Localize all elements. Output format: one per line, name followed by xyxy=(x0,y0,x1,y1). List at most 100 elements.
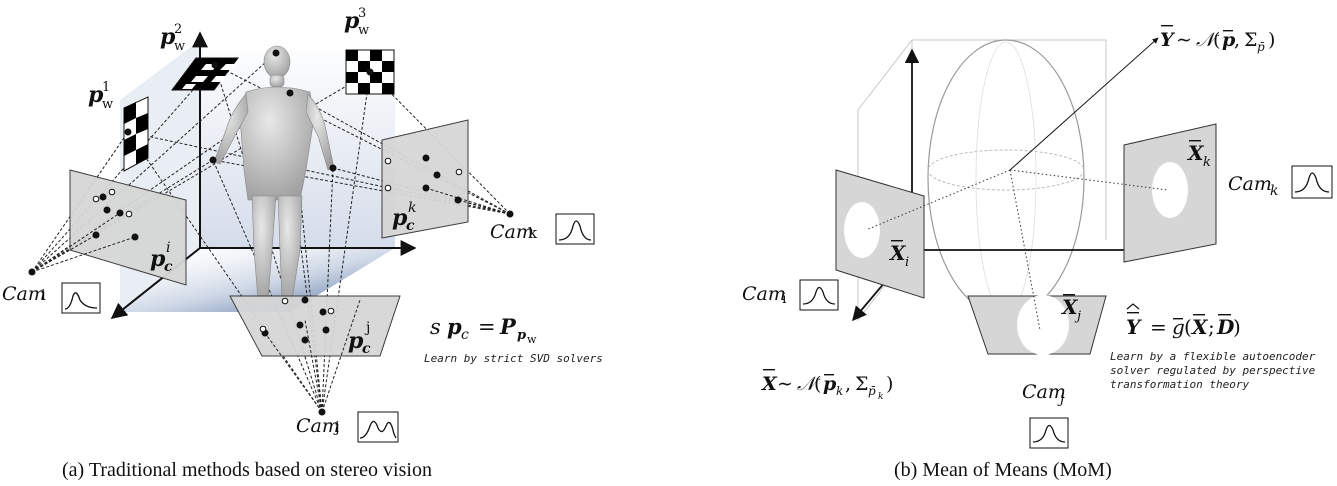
svg-text:p: p xyxy=(348,328,364,354)
svg-text:X: X xyxy=(761,373,778,395)
svg-text:k: k xyxy=(528,224,538,242)
label-pci: p c i xyxy=(150,240,173,275)
keypoints-left-hollow xyxy=(92,157,463,333)
label-pw1: p w 1 xyxy=(88,80,113,112)
center-rays xyxy=(865,169,1169,331)
keypoints-left xyxy=(28,49,514,416)
left-panel: p w 1 p w 2 p w 3 p c i p c j p c k xyxy=(2,6,603,481)
x-distribution: X ∼ 𝒩 ( p k , Σ p̄ k ) xyxy=(761,369,893,402)
svg-text:Cam: Cam xyxy=(296,415,340,437)
svg-text:j: j xyxy=(364,320,370,336)
label-pw3: p w 3 xyxy=(344,6,369,38)
checkerboard-pw2 xyxy=(171,57,239,91)
svg-text:p: p xyxy=(160,24,176,50)
svg-text:solver regulated by perspectiv: solver regulated by perspective xyxy=(1110,364,1316,377)
svg-text:=: = xyxy=(1150,315,1167,339)
label-cam-j: Cam j xyxy=(296,415,340,437)
projection-equation: s p c = P p w xyxy=(430,314,537,346)
label-cam-k: Cam k xyxy=(490,221,538,243)
projected-region-i xyxy=(844,202,880,258)
svg-text:p: p xyxy=(517,328,526,343)
ellipsoid xyxy=(927,39,1085,317)
svg-text:Cam: Cam xyxy=(1228,173,1272,195)
svg-text:): ) xyxy=(1268,29,1275,51)
svg-text:c: c xyxy=(362,341,371,357)
svg-text:Cam: Cam xyxy=(490,221,534,243)
svg-text:Cam: Cam xyxy=(742,283,786,305)
svg-text:p̄: p̄ xyxy=(868,384,876,398)
response-curve-icon xyxy=(1291,165,1333,199)
svg-text:p: p xyxy=(88,82,104,108)
svg-text:k: k xyxy=(836,384,843,398)
svg-text:3: 3 xyxy=(358,6,366,21)
svg-text:p: p xyxy=(392,205,408,231)
svg-text:p: p xyxy=(1222,29,1236,51)
svg-text:p̄: p̄ xyxy=(1257,40,1265,54)
y-distribution: Y ∼ 𝒩 ( p , Σ p̄ ) xyxy=(1160,25,1275,54)
svg-text:): ) xyxy=(886,373,893,395)
svg-text:c: c xyxy=(164,259,173,275)
svg-text:p: p xyxy=(344,8,360,34)
label-xk: X k xyxy=(1186,140,1211,170)
svg-text:(: ( xyxy=(814,373,821,395)
svg-text:w: w xyxy=(174,39,185,54)
svg-text:g: g xyxy=(1172,315,1185,339)
label-xi: X i xyxy=(888,240,909,270)
svg-text:i: i xyxy=(905,255,909,270)
label-pcj: p c j xyxy=(348,320,371,357)
svg-text:X: X xyxy=(888,241,907,265)
svg-text:c: c xyxy=(461,327,469,343)
svg-text:j: j xyxy=(1057,391,1065,407)
projected-region-k xyxy=(1152,162,1188,218)
svg-text:i: i xyxy=(41,286,46,304)
svg-text:P: P xyxy=(499,314,517,339)
svg-text:c: c xyxy=(406,218,415,234)
svg-text:;: ; xyxy=(1208,315,1215,339)
response-curve-icon xyxy=(799,279,839,311)
svg-text:𝒩: 𝒩 xyxy=(797,373,821,395)
svg-text:1: 1 xyxy=(102,80,110,95)
right-panel: Y ∼ 𝒩 ( p , Σ p̄ ) X ∼ 𝒩 ( p k , Σ p̄ k xyxy=(742,25,1333,481)
svg-text:X: X xyxy=(1060,295,1079,319)
svg-text:w: w xyxy=(527,333,537,346)
svg-text:k: k xyxy=(878,392,883,402)
svg-text:Cam: Cam xyxy=(1022,381,1066,403)
svg-text:∼: ∼ xyxy=(1176,29,1192,51)
svg-text:w: w xyxy=(358,23,369,38)
svg-text:transformation theory: transformation theory xyxy=(1110,378,1249,391)
svg-text:∼: ∼ xyxy=(777,373,793,395)
svg-text:p: p xyxy=(447,314,462,339)
svg-text:p: p xyxy=(823,373,837,395)
label-cam-k: Cam k xyxy=(1228,173,1278,199)
image-plane-j xyxy=(229,295,401,357)
svg-text:s: s xyxy=(430,315,441,339)
svg-text:j: j xyxy=(1074,309,1081,324)
label-pck: p c k xyxy=(392,200,416,234)
camera-rays-front xyxy=(31,187,511,413)
svg-text:X: X xyxy=(1186,141,1205,165)
label-cam-i: Cam i xyxy=(2,283,46,305)
svg-text:i: i xyxy=(166,240,170,256)
image-plane-k xyxy=(381,119,469,239)
svg-text:Y: Y xyxy=(1160,29,1176,51)
human-figure xyxy=(213,45,335,301)
response-curve-icon xyxy=(357,411,399,443)
svg-text:p: p xyxy=(150,246,166,272)
mean-vector xyxy=(1009,37,1159,171)
svg-text:j: j xyxy=(333,418,340,436)
svg-text:=: = xyxy=(478,315,496,339)
svg-text:i: i xyxy=(782,291,787,307)
svg-text:,: , xyxy=(1234,29,1240,51)
svg-text:X: X xyxy=(1190,315,1209,339)
svg-text:w: w xyxy=(102,97,113,112)
svg-text:𝒩: 𝒩 xyxy=(1196,29,1220,51)
checkerboard-pw1 xyxy=(123,96,149,172)
response-curve-icon xyxy=(1029,417,1069,449)
svg-text:): ) xyxy=(1233,315,1241,339)
svg-text:Σ: Σ xyxy=(855,373,868,395)
image-plane-i xyxy=(835,169,925,299)
svg-text:Y: Y xyxy=(1126,315,1142,339)
svg-text:Σ: Σ xyxy=(1244,29,1257,51)
method-note: Learn by strict SVD solvers xyxy=(424,352,603,365)
